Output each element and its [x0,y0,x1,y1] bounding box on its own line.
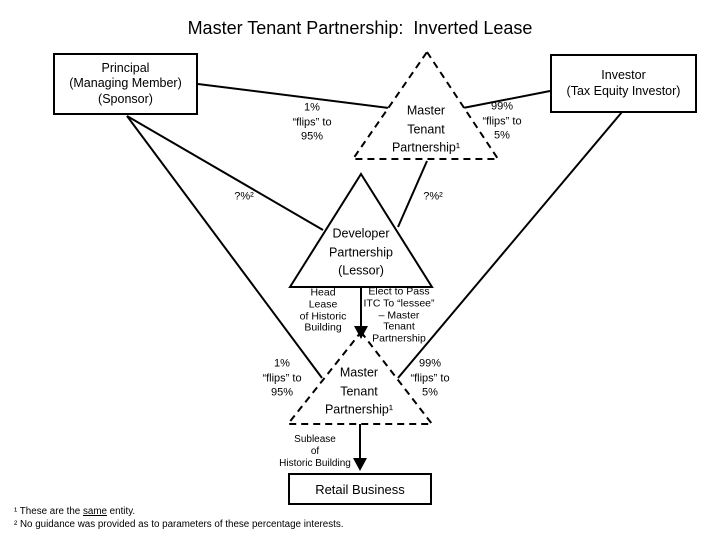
footnote-1: ¹ These are the same entity. [14,506,343,519]
footnote-1-underlined-word: same [82,506,107,517]
edge-principal-to-developer [126,115,324,231]
footnote-2: ² No guidance was provided as to paramet… [14,518,344,530]
arrow-developer-to-mtp-bottom-head [354,326,368,339]
edge-mtp-top-to-developer [397,160,428,228]
mtp-top-triangle [351,50,500,160]
label-unknown-pct-right: ?%² [423,190,443,203]
label-unknown-pct-left: ?%² [234,190,254,203]
label-1pct-flips-95-bottom: 1% “flips” to 95% [262,357,302,399]
label-1pct-flips-95-top: 1% “flips” to 95% [292,101,332,143]
arrow-mtp-bottom-to-retail-head [353,458,367,471]
developer-label: Developer Partnership (Lessor) [329,226,393,278]
edge-principal-to-mtp-bottom [126,115,323,379]
investor-label: Investor (Tax Equity Investor) [566,68,681,98]
principal-label: Principal (Managing Member) (Sponsor) [69,60,182,106]
mtp-top-label: Master Tenant Partnership¹ [391,103,461,155]
edge-investor-to-mtp-bottom [397,111,623,379]
footnote-1-prefix: ¹ These are the [14,506,83,517]
mtp-bottom-label: Master Tenant Partnership¹ [324,365,394,417]
label-head-lease: Head Lease of Historic Building [299,286,347,334]
slide-title: Master Tenant Partnership: Inverted Leas… [187,18,533,38]
retail-business-box: Retail Business [288,473,432,505]
label-99pct-flips-5-bottom: 99% “flips” to 5% [410,357,450,399]
label-sublease: Sublease of Historic Building [279,434,351,469]
edge-investor-to-mtp-top [462,90,551,109]
edge-principal-to-mtp-top [197,83,390,109]
footnote-1-suffix: entity. [106,506,136,517]
footnotes: ¹ These are the same entity. ² No guidan… [14,506,343,531]
principal-box: Principal (Managing Member) (Sponsor) [53,53,198,115]
retail-business-label: Retail Business [315,481,405,497]
label-99pct-flips-5-top: 99% “flips” to 5% [482,100,522,142]
label-elect-itc: Elect to Pass ITC To “lessee” – Master T… [363,285,435,345]
mtp-bottom-triangle [285,330,435,425]
investor-box: Investor (Tax Equity Investor) [550,54,697,113]
